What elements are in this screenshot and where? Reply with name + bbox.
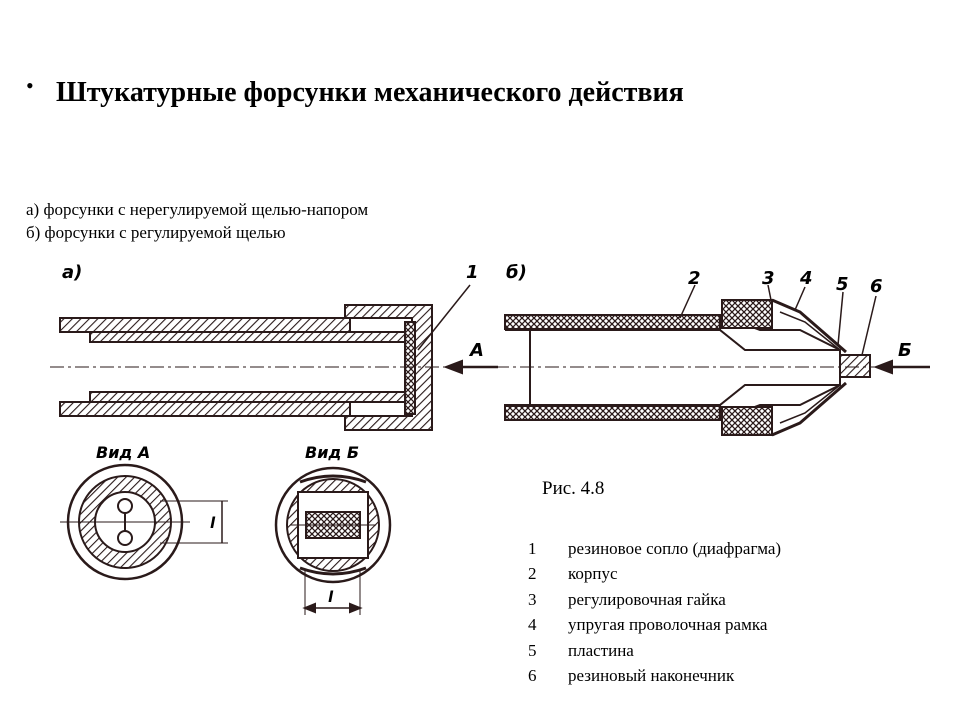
legend-row: 1 резиновое сопло (диафрагма) (528, 536, 781, 562)
view-a-label: Вид А (96, 443, 150, 462)
legend-text: резиновый наконечник (568, 666, 735, 686)
legend-text: корпус (568, 564, 618, 584)
dim-l-a: l (210, 514, 216, 532)
legend-text: пластина (568, 640, 634, 660)
callout-5: 5 (836, 274, 849, 295)
view-b (274, 466, 392, 615)
legend-num: 5 (528, 640, 537, 660)
bullet: • (26, 73, 34, 98)
subtitle-b: б) форсунки с регулируемой щелью (26, 223, 286, 242)
callout-1: 1 (466, 262, 479, 283)
legend-text: упругая проволочная рамка (568, 615, 768, 635)
legend-text: резиновое сопло (диафрагма) (568, 538, 782, 558)
title-row: • Штукатурные форсунки механического дей… (26, 73, 684, 110)
view-a (60, 463, 228, 581)
callout-4: 4 (799, 268, 813, 289)
legend-num: 4 (528, 615, 537, 635)
dim-l-b: l (328, 588, 334, 606)
subtitle-a: а) форсунки с нерегулируемой щелью-напор… (26, 200, 369, 219)
figure-caption: Рис. 4.8 (542, 478, 605, 499)
callout-3: 3 (762, 268, 775, 289)
label-a: а) (62, 262, 82, 283)
callout-6: 6 (870, 276, 883, 297)
slide-title: Штукатурные форсунки механического дейст… (56, 77, 684, 108)
legend-num: 2 (528, 564, 537, 584)
legend-row: 3 регулировочная гайка (528, 587, 781, 613)
arrow-b-label: Б (898, 340, 912, 361)
nozzle-a (50, 284, 498, 431)
legend-row: 5 пластина (528, 638, 781, 664)
subtitles: а) форсунки с нерегулируемой щелью-напор… (26, 198, 368, 244)
legend-row: 4 упругая проволочная рамка (528, 613, 781, 639)
legend-text: регулировочная гайка (568, 589, 726, 609)
legend-num: 1 (528, 538, 537, 558)
legend-num: 6 (528, 666, 537, 686)
legend-row: 2 корпус (528, 562, 781, 588)
callout-2: 2 (688, 268, 701, 289)
legend: 1 резиновое сопло (диафрагма) 2 корпус 3… (528, 536, 781, 689)
legend-num: 3 (528, 589, 537, 609)
arrow-a-label: А (468, 340, 484, 361)
nozzle-b (495, 284, 930, 437)
legend-row: 6 резиновый наконечник (528, 664, 781, 690)
view-b-label: Вид Б (305, 443, 359, 462)
label-b: б) (506, 262, 527, 283)
